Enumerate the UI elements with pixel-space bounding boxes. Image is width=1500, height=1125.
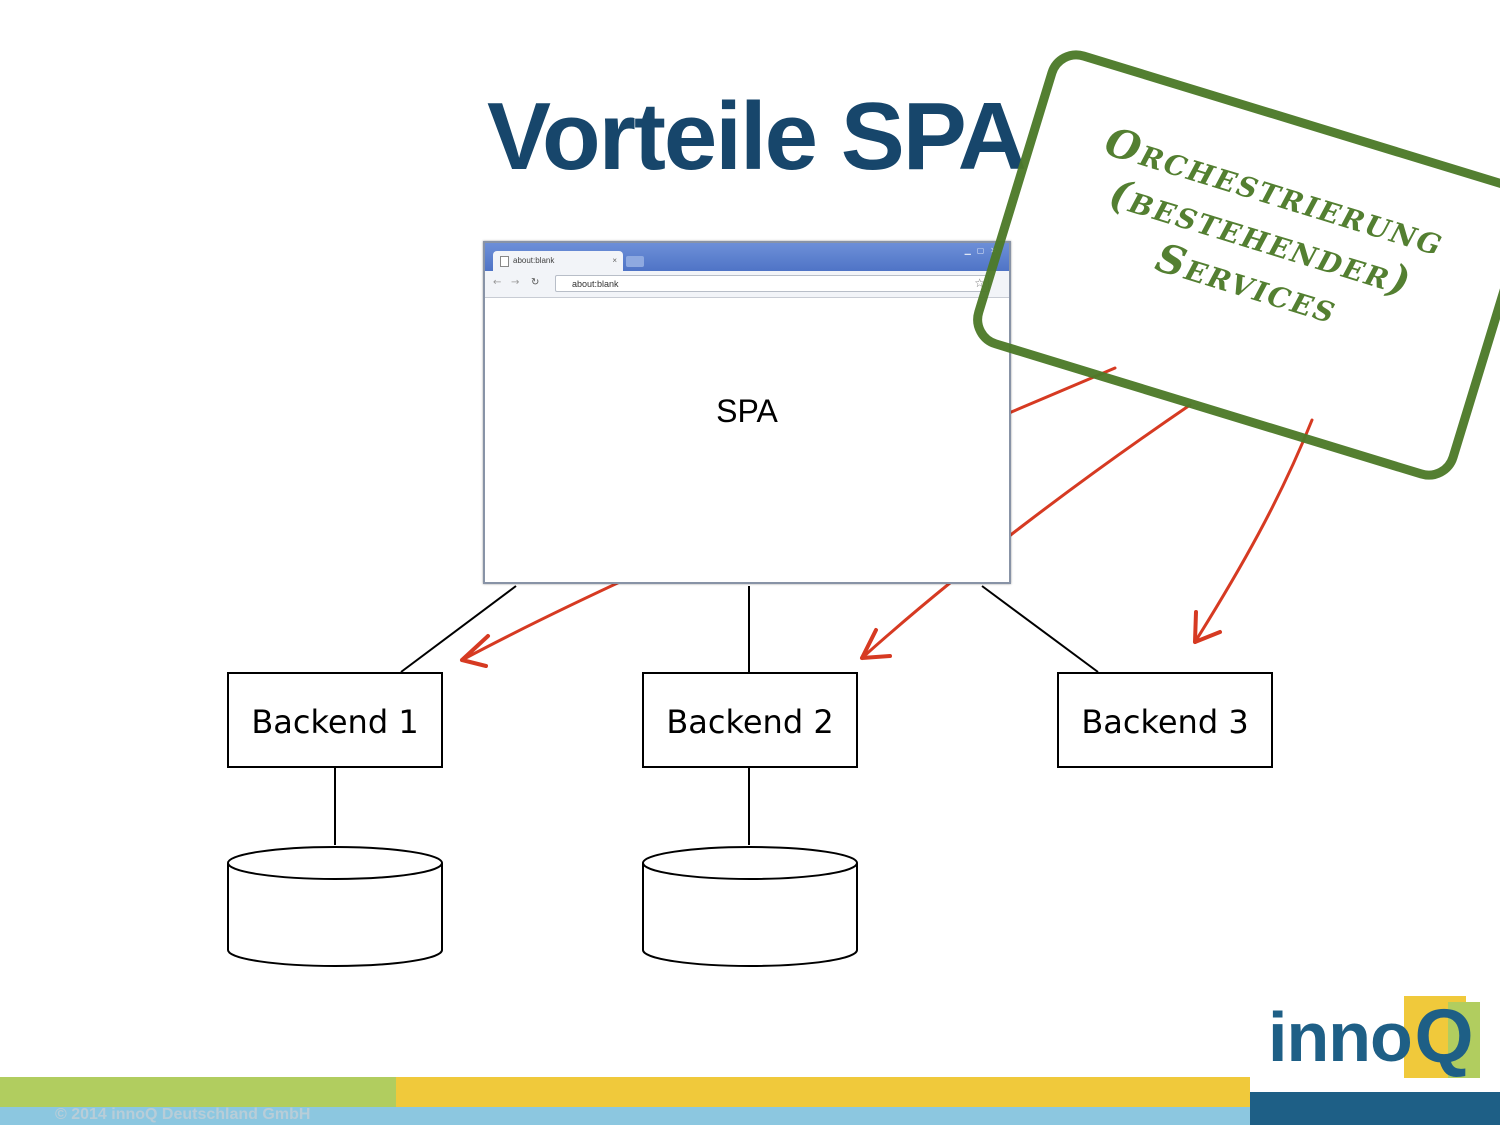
browser-tab[interactable]: about:blank × xyxy=(493,251,623,271)
back-icon[interactable]: ← xyxy=(493,277,501,288)
tab-close-icon[interactable]: × xyxy=(612,251,617,271)
backend-label-1: Backend 1 xyxy=(228,702,442,742)
database-1-icon xyxy=(228,847,442,966)
browser-toolbar: ← → ↻ about:blank ☆ xyxy=(485,271,1009,298)
connector-spa-backend-3 xyxy=(982,586,1098,672)
databases xyxy=(228,847,857,966)
tab-title: about:blank xyxy=(513,256,554,265)
logo-letter: Q xyxy=(1404,996,1484,1078)
copyright-text: © 2014 innoQ Deutschland GmbH xyxy=(55,1106,310,1124)
new-tab-button[interactable] xyxy=(626,256,644,267)
footer-band-darkblue xyxy=(1250,1092,1500,1125)
backend-label-3: Backend 3 xyxy=(1058,702,1272,742)
spa-label: SPA xyxy=(485,393,1009,430)
address-text: about:blank xyxy=(572,279,619,289)
page-icon xyxy=(500,256,509,267)
address-bar[interactable]: about:blank xyxy=(555,275,989,292)
backend-label-2: Backend 2 xyxy=(643,702,857,742)
logo-word: inno xyxy=(1268,996,1412,1078)
connector-spa-backend-1 xyxy=(401,586,516,672)
footer-band-yellow xyxy=(396,1077,1250,1107)
database-2-icon xyxy=(643,847,857,966)
footer-band-green xyxy=(0,1077,396,1107)
reload-icon[interactable]: ↻ xyxy=(531,277,539,288)
arrow-to-backend-3 xyxy=(1195,420,1312,642)
browser-tab-bar: about:blank × ▁▢✕ xyxy=(485,243,1009,271)
browser-window: about:blank × ▁▢✕ ← → ↻ about:blank ☆ SP… xyxy=(483,241,1011,584)
forward-icon[interactable]: → xyxy=(511,277,519,288)
innoq-logo: inno Q xyxy=(1256,996,1482,1078)
